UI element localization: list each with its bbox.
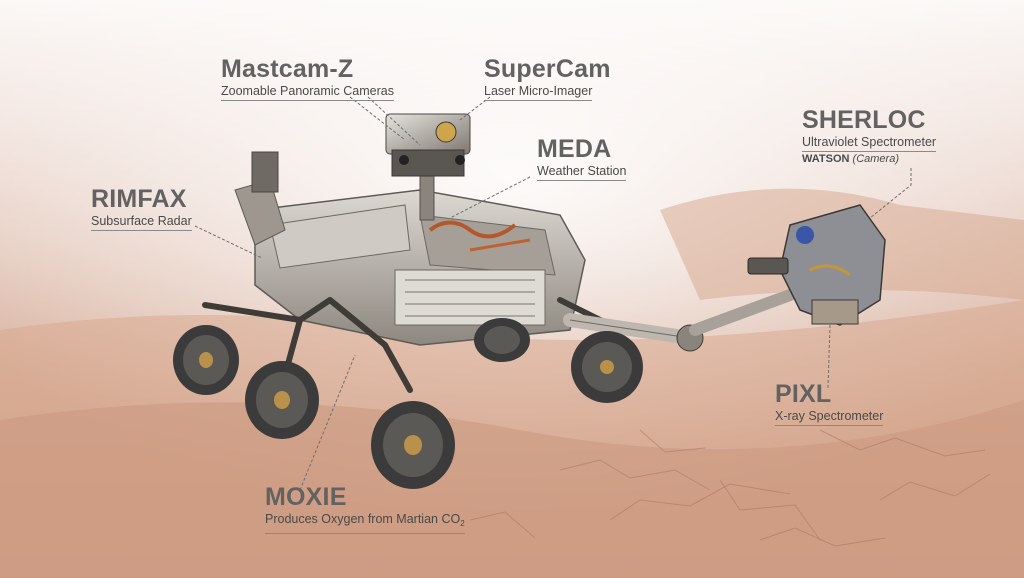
wheel-front-right	[571, 331, 643, 403]
label-title: Mastcam-Z	[221, 55, 354, 83]
robotic-arm	[563, 204, 886, 352]
label-subtitle: Laser Micro-Imager	[484, 83, 593, 101]
subtitle-text: Produces Oxygen from Martian CO	[265, 512, 461, 526]
callout-moxie: MOXIE Produces Oxygen from Martian CO2	[265, 484, 465, 534]
label-subtitle: Weather Station	[537, 163, 627, 181]
label-watson: WATSON (Camera)	[802, 152, 936, 167]
leader-mastcam	[349, 96, 406, 141]
wheel-front-left	[371, 401, 455, 489]
label-title: MOXIE	[265, 483, 347, 511]
label-subtitle: X-ray Spectrometer	[775, 408, 884, 426]
label-subtitle: Zoomable Panoramic Cameras	[221, 83, 394, 101]
watson-type: (Camera)	[852, 153, 899, 165]
callout-sherloc: SHERLOC Ultraviolet Spectrometer WATSON …	[802, 106, 937, 167]
callout-supercam: SuperCam Laser Micro-Imager	[484, 56, 611, 101]
label-title: PIXL	[775, 380, 832, 408]
wheel-middle-right	[474, 318, 530, 362]
leader-pixl	[827, 324, 831, 389]
wheel-rear-left	[173, 325, 239, 395]
leader-mastcam-2	[367, 96, 421, 146]
rover-wheels	[173, 318, 643, 489]
label-title: MEDA	[537, 135, 612, 163]
callout-pixl: PIXL X-ray Spectrometer	[775, 380, 884, 426]
watson-name: WATSON	[802, 153, 850, 165]
label-subtitle: Produces Oxygen from Martian CO2	[265, 511, 465, 534]
label-title: SHERLOC	[802, 106, 926, 134]
label-subtitle: Ultraviolet Spectrometer	[802, 134, 937, 152]
leader-sherloc	[869, 168, 912, 219]
callout-rimfax: RIMFAX Subsurface Radar	[91, 186, 192, 231]
label-subtitle: Subsurface Radar	[91, 213, 192, 231]
callout-mastcam: Mastcam-Z Zoomable Panoramic Cameras	[221, 56, 394, 101]
rover-body	[202, 113, 886, 393]
subscript-two: 2	[460, 519, 465, 528]
leader-moxie	[299, 354, 356, 491]
label-title: RIMFAX	[91, 185, 187, 213]
leader-rimfax	[194, 225, 263, 259]
label-title: SuperCam	[484, 55, 611, 83]
callout-meda: MEDA Weather Station	[537, 135, 627, 181]
wheel-middle-left	[245, 361, 319, 439]
